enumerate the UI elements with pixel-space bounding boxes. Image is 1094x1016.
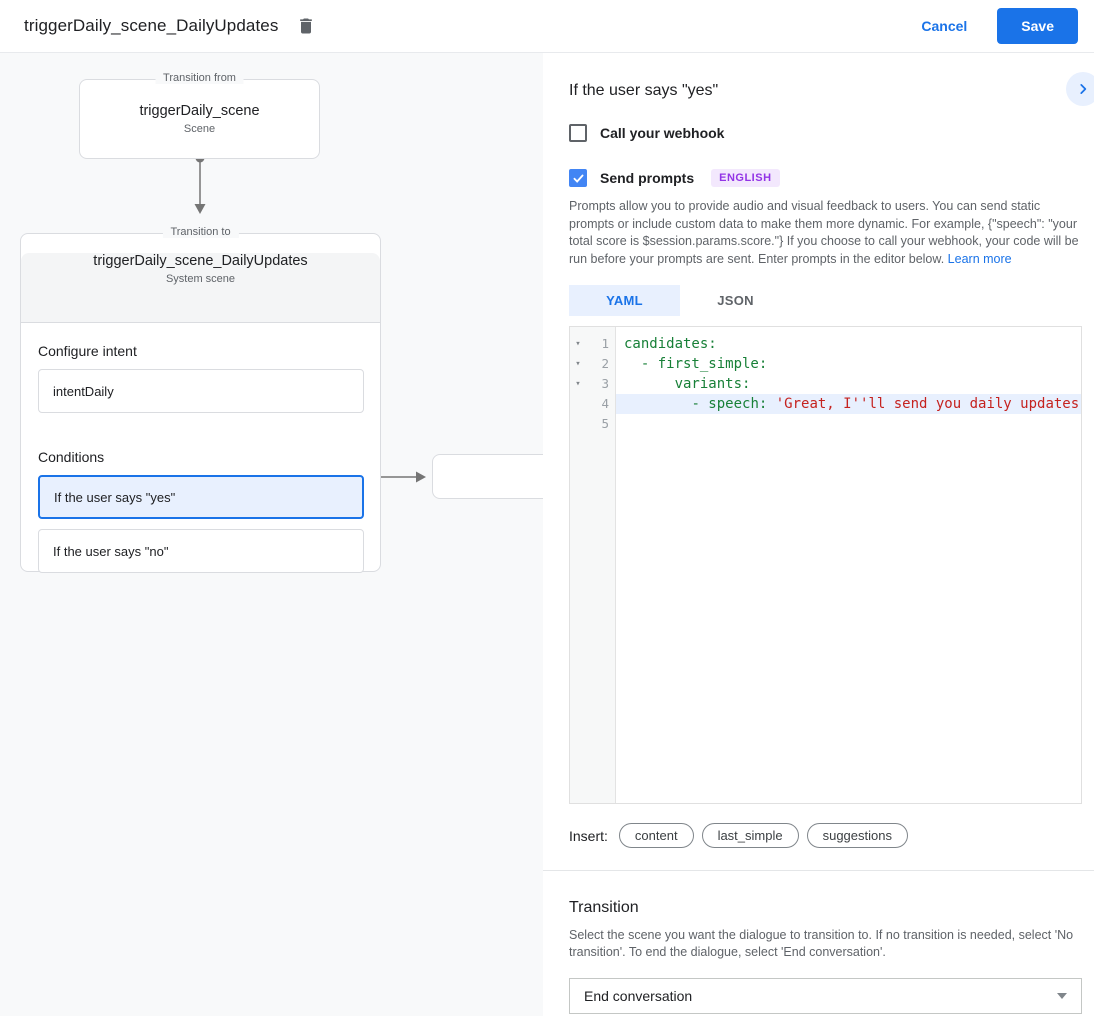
call-webhook-checkbox[interactable] [569,124,587,142]
call-webhook-label: Call your webhook [600,125,725,141]
editor-line[interactable]: ▾2 - first_simple: [570,354,1081,374]
send-prompts-label: Send prompts [600,170,695,186]
insert-chip-last_simple[interactable]: last_simple [701,823,799,848]
editor-line[interactable]: ▾3 variants: [570,374,1081,394]
transition-from-label: Transition from [155,72,244,84]
line-number: 3 [601,376,609,391]
chevron-right-icon [1080,84,1087,94]
conditions-list: If the user says "yes" If the user says "… [38,475,364,573]
editor-line[interactable]: 5 [570,414,1081,434]
send-prompts-checkbox[interactable] [569,169,587,187]
editor-gutter-cell: ▾3 [570,374,616,394]
editor-code-line[interactable]: candidates: [624,336,717,352]
configure-intent-label: Configure intent [38,343,137,359]
insert-row: Insert: content last_simple suggestions [569,823,1078,848]
section-divider [543,870,1094,871]
to-node-title: triggerDaily_scene_DailyUpdates [93,253,308,269]
line-number: 1 [601,336,609,351]
language-badge: ENGLISH [711,169,780,187]
condition-item[interactable]: If the user says "yes" [38,475,364,519]
from-node-subtitle: Scene [183,123,216,135]
intent-field[interactable]: intentDaily [38,369,364,413]
checkmark-icon [573,174,583,183]
transition-from-node[interactable]: Transition from triggerDaily_scene Scene [79,72,320,159]
fold-arrow-icon[interactable]: ▾ [575,379,581,389]
caret-down-icon [1057,993,1067,999]
insert-chip-suggestions[interactable]: suggestions [806,823,908,848]
transition-select-value: End conversation [584,988,693,1004]
transition-section-title: Transition [569,899,639,916]
from-node-title: triggerDaily_scene [139,103,260,119]
transition-to-label: Transition to [162,226,239,238]
editor-gutter-cell: ▾2 [570,354,616,374]
header-bar: triggerDaily_scene_DailyUpdates Cancel S… [0,0,1094,53]
collapse-panel-button[interactable] [1066,72,1094,106]
editor-code-line[interactable] [616,414,1081,434]
conditions-label: Conditions [38,449,105,465]
transition-description: Select the scene you want the dialogue t… [569,928,1074,959]
line-number: 2 [601,356,609,371]
webhook-row: Call your webhook [569,124,1078,142]
transition-target-node[interactable] [432,454,543,499]
insert-chips: content last_simple suggestions [618,823,908,848]
insert-chip-content[interactable]: content [618,823,694,848]
line-number: 4 [601,396,609,411]
cancel-button[interactable]: Cancel [905,10,983,42]
insert-label: Insert: [569,827,608,844]
save-button[interactable]: Save [997,8,1078,44]
tab-json[interactable]: JSON [717,293,754,308]
scene-flow-canvas: Transition from triggerDaily_scene Scene… [0,53,543,1016]
tab-yaml[interactable]: YAML [569,285,680,316]
trash-icon [300,18,313,34]
fold-arrow-icon[interactable]: ▾ [575,359,581,369]
condition-details-panel: If the user says "yes" Call your webhook… [543,53,1094,1016]
delete-scene-button[interactable] [294,13,318,39]
prompts-description: Prompts allow you to provide audio and v… [569,199,1079,266]
to-node-header: triggerDaily_scene_DailyUpdates System s… [21,253,380,323]
line-number: 5 [601,416,609,431]
page-title: triggerDaily_scene_DailyUpdates [24,16,279,35]
editor-gutter-cell: 4 [570,394,616,414]
editor-code-line[interactable]: - speech: 'Great, I''ll send you daily u… [616,394,1081,414]
to-node-subtitle: System scene [165,273,236,285]
transition-select[interactable]: End conversation [569,978,1082,1014]
condition-item[interactable]: If the user says "no" [38,529,364,573]
condition-title: If the user says "yes" [569,82,719,99]
editor-gutter-cell: 5 [570,414,616,434]
editor-format-tabs: YAML JSON [569,285,1078,316]
editor-code-line[interactable]: variants: [674,376,751,392]
fold-arrow-icon[interactable]: ▾ [575,339,581,349]
connector-vertical-arrow [194,153,206,214]
editor-gutter-cell: ▾1 [570,334,616,354]
intent-value: intentDaily [53,383,114,399]
editor-line[interactable]: 4 - speech: 'Great, I''ll send you daily… [570,394,1081,414]
send-prompts-row: Send prompts ENGLISH [569,169,1078,187]
transition-to-node: Transition to triggerDaily_scene_DailyUp… [20,226,381,573]
learn-more-link[interactable]: Learn more [947,251,1012,266]
to-node-body: Configure intent intentDaily Conditions … [21,323,380,573]
editor-code-line[interactable]: - first_simple: [640,356,768,372]
